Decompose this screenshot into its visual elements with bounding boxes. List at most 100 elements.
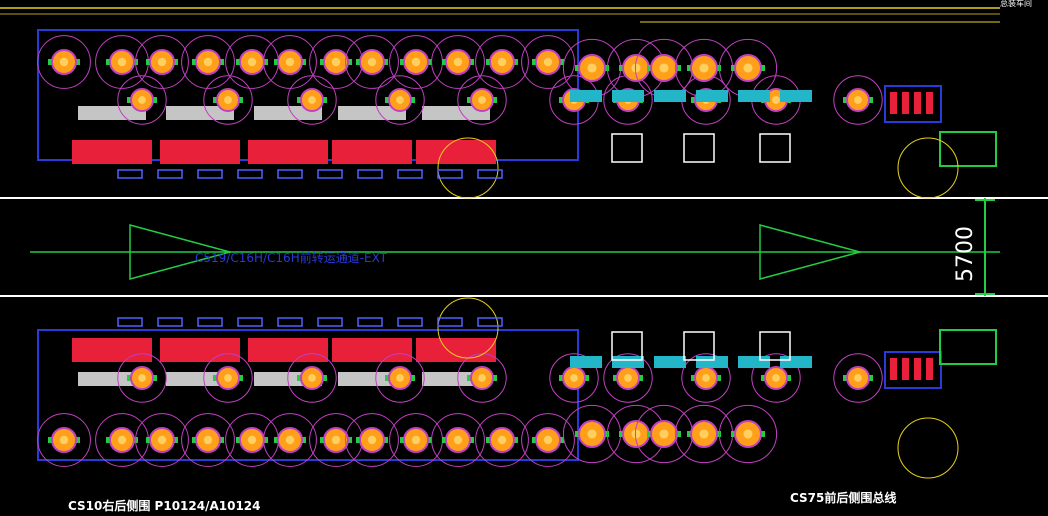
robot-core [543,57,553,67]
robot-core [854,374,862,382]
robot-reach-circle [181,35,235,89]
robot-core [772,374,780,382]
fixture-red [248,338,328,362]
robot-reach-circle [135,35,189,89]
label-box [317,317,343,327]
flow-arrow-right [759,224,863,280]
label-box [117,169,143,179]
robot-core [772,96,780,104]
robot-reach-circle [203,75,253,125]
robot-core [157,57,167,67]
robot-core [138,96,146,104]
robot-core [624,374,632,382]
end-cell-fixture [914,92,921,114]
robot-reach-circle [833,353,883,403]
robot-core [631,63,641,73]
safety-circle [437,137,499,199]
end-cell [884,351,942,389]
end-rack [939,131,997,167]
robot-unit [718,404,778,464]
robot-reach-circle [457,75,507,125]
fixture-red [72,140,152,164]
robot-unit [603,353,653,403]
robot-unit [562,38,622,98]
conveyor-cyan [612,356,644,368]
top-boundary-lines [0,7,1000,23]
robot-core [587,429,597,439]
robot-unit [95,35,149,89]
label-box [357,169,383,179]
station-frame [759,331,791,361]
label-box [237,169,263,179]
robot-unit [345,35,399,89]
fixture-red [332,140,412,164]
station-frame [683,133,715,163]
robot-core [570,374,578,382]
fixture-red [416,338,496,362]
conveyor-cyan [780,90,812,102]
top-right-label: 总装车间 [1000,0,1032,8]
robot-reach-circle [263,413,317,467]
robot-core [411,57,421,67]
label-box [197,317,223,327]
robot-unit [634,404,694,464]
lower-welding-line [37,297,997,479]
tooling-white [338,106,406,120]
fixture-red [72,338,152,362]
end-cell-fixture [902,358,909,380]
robot-reach-circle [521,413,575,467]
robot-reach-circle [37,413,91,467]
label-box [317,169,343,179]
robot-unit [95,413,149,467]
robot-unit [181,35,235,89]
robot-unit [37,413,91,467]
robot-core [543,435,553,445]
robot-reach-circle [521,35,575,89]
robot-core [702,374,710,382]
label-box [117,317,143,327]
robot-unit [345,413,399,467]
robot-reach-circle [345,413,399,467]
robot-unit [833,353,883,403]
end-cell-fixture [926,92,933,114]
conveyor-cyan [780,356,812,368]
robot-unit [457,353,507,403]
robot-core [396,96,404,104]
robot-core [367,435,377,445]
robot-core [224,374,232,382]
robot-core [453,57,463,67]
robot-unit [475,35,529,89]
conveyor-cyan [738,90,770,102]
label-box [237,317,263,327]
robot-reach-circle [287,75,337,125]
robot-core [117,57,127,67]
robot-core [157,435,167,445]
robot-reach-circle [431,413,485,467]
robot-reach-circle [345,35,399,89]
robot-unit [457,75,507,125]
robot-core [308,374,316,382]
robot-core [59,57,69,67]
robot-reach-circle [37,35,91,89]
robot-core [478,96,486,104]
robot-core [396,374,404,382]
robot-reach-circle [549,353,599,403]
label-box [277,169,303,179]
robot-reach-circle [287,353,337,403]
dimension-label: 5700 [953,226,978,282]
robot-core [203,57,213,67]
robot-core [587,63,597,73]
safety-circle [897,417,959,479]
robot-reach-circle [833,75,883,125]
robot-core [743,429,753,439]
robot-core [631,429,641,439]
label-box [477,317,503,327]
robot-unit [751,353,801,403]
robot-core [478,374,486,382]
robot-reach-circle [375,353,425,403]
robot-reach-circle [181,413,235,467]
tooling-white [166,106,234,120]
robot-reach-circle [431,35,485,89]
